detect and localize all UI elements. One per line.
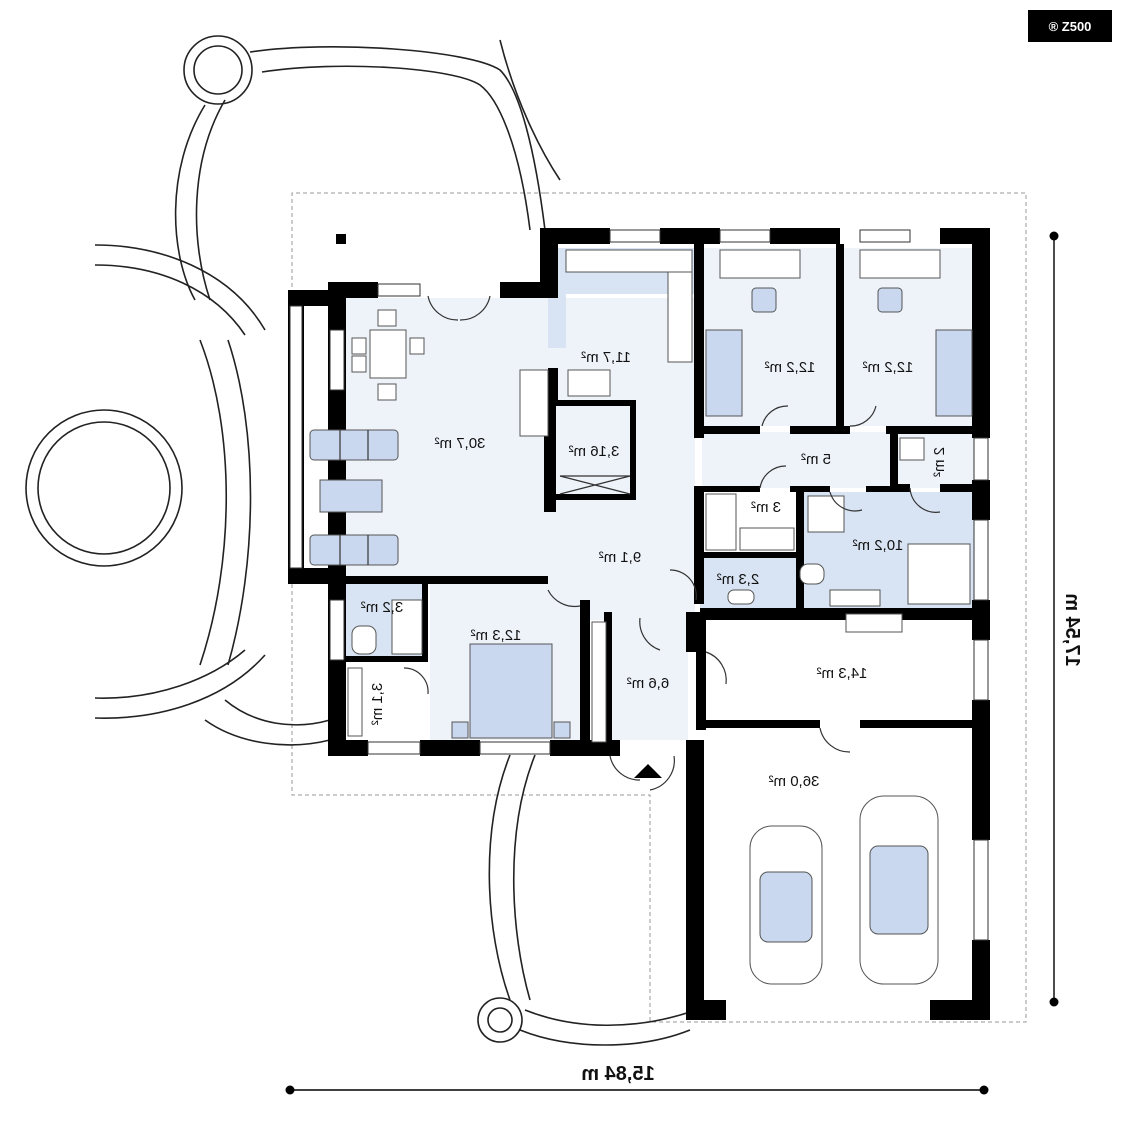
height-dimension-label: 17,54 m — [1061, 593, 1083, 666]
windows — [289, 229, 989, 941]
doors — [403, 295, 941, 791]
room-label-boiler: 3,1 m² — [369, 683, 386, 726]
room-label-hall-main: 9,1 m² — [599, 549, 642, 566]
room-label-hall-upper: 5 m² — [801, 451, 831, 468]
room-label-wardrobe: 3 m² — [751, 499, 781, 516]
room-label-wc-guest: 2,3 m² — [717, 571, 760, 588]
room-label-bedroom-c: 12,3 m² — [471, 627, 522, 644]
garden-paths — [25, 35, 691, 1046]
room-label-bedroom-b: 12,2 m² — [863, 359, 914, 376]
badge-text: ® Z500 — [1049, 19, 1092, 34]
room-label-kitchen: 11,7 m² — [581, 349, 631, 366]
room-label-shower: 3,2 m² — [361, 599, 404, 616]
dimension-width: 15,84 m — [285, 1063, 989, 1095]
room-label-vestibule: 6,6 m² — [627, 675, 670, 692]
room-label-bedroom-a: 12,2 m² — [765, 359, 816, 376]
dimension-height: 17,54 m — [1049, 231, 1083, 1007]
furniture — [309, 234, 973, 985]
room-label-pantry: 3,16 m² — [569, 443, 620, 460]
room-label-wc-small: 2 m² — [931, 447, 948, 477]
room-labels: 30,7 m² 11,7 m² 3,16 m² 12,2 m² 12,2 m² … — [361, 349, 948, 790]
room-fills — [345, 248, 974, 740]
room-label-living: 30,7 m² — [435, 435, 486, 452]
width-dimension-label: 15,84 m — [581, 1063, 654, 1085]
room-label-utility: 14,3 m² — [817, 665, 868, 682]
logo-badge: ® Z500 — [1028, 10, 1112, 42]
room-label-garage: 36,0 m² — [769, 773, 820, 790]
room-label-bathroom: 10,2 m² — [853, 537, 904, 554]
